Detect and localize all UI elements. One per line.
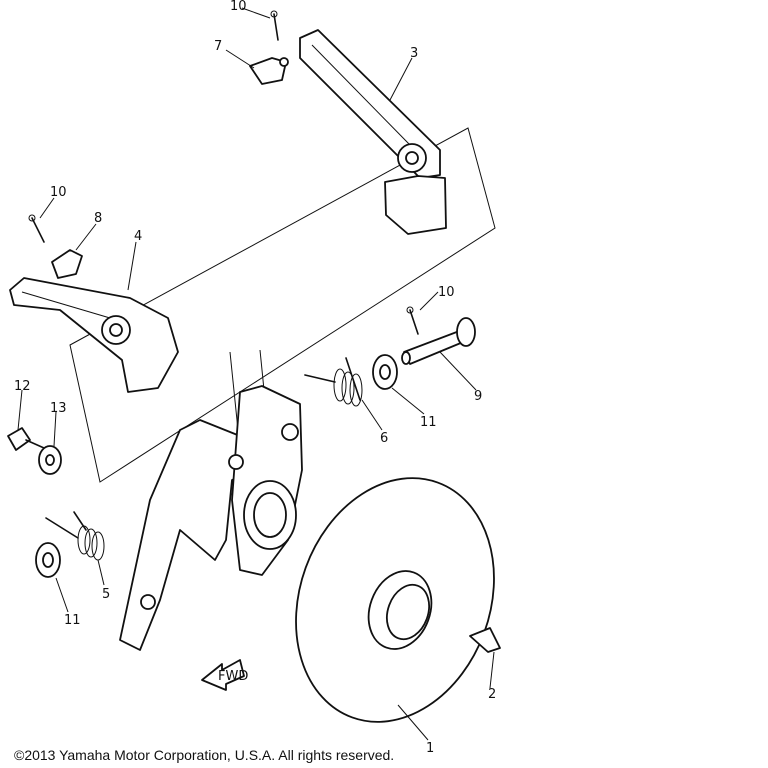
callout-10-top: 10 [230,0,247,14]
pin-boss-part [249,57,289,85]
svg-text:FWD: FWD [218,669,248,684]
leader-lines [17,7,495,741]
spring-part-6 [304,357,363,407]
forward-arrow-icon: FWD [201,659,248,691]
callout-10-left: 10 [50,185,67,200]
callout-labels: 10 7 3 10 8 4 10 9 12 13 6 11 5 11 2 1 [14,0,496,756]
left-lever-part [9,277,179,393]
nut-part-13 [38,445,62,475]
callout-5: 5 [102,587,110,602]
callout-3: 3 [410,46,418,61]
callout-8: 8 [94,211,102,226]
disc-part-1 [295,477,495,723]
callout-10-right: 10 [438,285,455,300]
washer-left [35,542,61,578]
bolt-part-8 [51,249,83,279]
washer-right [372,354,398,390]
callout-2: 2 [488,687,496,702]
callout-13: 13 [50,401,67,416]
cotter-pin-top [270,10,279,41]
pin-shaft-part [401,317,476,365]
cotter-pin-right [406,306,419,335]
callout-7: 7 [214,39,222,54]
bolt-part-12 [7,427,45,451]
callout-12: 12 [14,379,31,394]
cotter-pin-left [28,214,45,243]
callout-9: 9 [474,389,482,404]
key-part-2 [469,627,501,653]
copyright-notice: ©2013 Yamaha Motor Corporation, U.S.A. A… [14,747,395,763]
callout-4: 4 [134,229,142,244]
upper-lever-part [299,29,447,235]
callout-11-left: 11 [64,613,81,628]
callout-6: 6 [380,431,388,446]
callout-1: 1 [426,741,434,756]
housing-bracket [119,385,303,651]
callout-11-right: 11 [420,415,437,430]
